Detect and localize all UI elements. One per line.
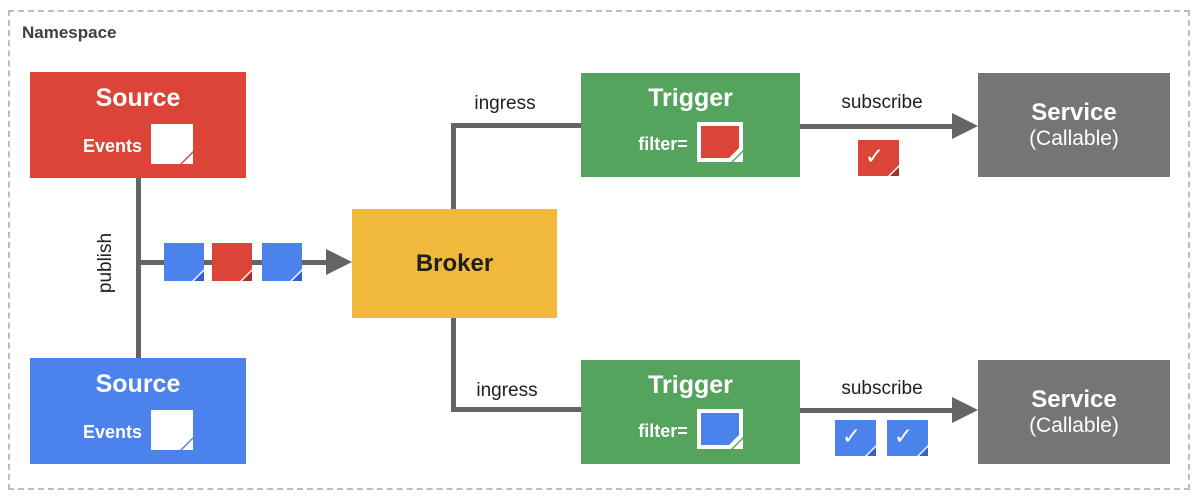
checkmark-glyph: ✓: [864, 142, 885, 169]
ingress-top-line-vertical: [451, 123, 456, 213]
source-node-blue: Source Events: [30, 358, 246, 464]
event-red-note-icon: [212, 243, 252, 286]
events-label: Events: [82, 421, 143, 442]
checkmark-glyph: ✓: [893, 422, 914, 449]
service-node-top: Service (Callable): [978, 73, 1170, 177]
source-title: Source: [95, 84, 181, 112]
filter-red-note-icon: [696, 121, 743, 167]
trigger-title: Trigger: [648, 371, 733, 399]
namespace-label: Namespace: [22, 23, 117, 42]
filter-label: filter=: [638, 133, 688, 154]
ingress-top-line-horizontal: [451, 123, 583, 128]
trigger-node-blue-filter: Trigger filter=: [581, 360, 800, 464]
events-label: Events: [82, 135, 143, 156]
event-blue-note-icon: [262, 243, 302, 286]
namespace-boundary: [8, 10, 1190, 490]
checked-blue-event-icon: ✓: [887, 420, 928, 456]
subscribe-top-line: [800, 124, 952, 129]
filter-label: filter=: [638, 420, 688, 441]
checkmark-glyph: ✓: [841, 422, 862, 449]
publish-line: [136, 177, 141, 361]
subscribe-top-label: subscribe: [841, 92, 923, 113]
subscribe-top-arrowhead-icon: [952, 113, 978, 139]
trigger-title: Trigger: [648, 84, 733, 112]
checked-red-event-icon: ✓: [858, 140, 899, 176]
broker-node: Broker: [352, 209, 557, 318]
service-title: Service: [1031, 386, 1117, 414]
ingress-bottom-line-vertical: [451, 314, 456, 412]
filter-blue-note-icon: [696, 408, 743, 454]
service-subtitle: (Callable): [1029, 126, 1119, 150]
subscribe-bottom-line: [800, 408, 952, 413]
trigger-node-red-filter: Trigger filter=: [581, 73, 800, 177]
subscribe-bottom-arrowhead-icon: [952, 397, 978, 423]
event-blue-note-icon: [164, 243, 204, 286]
publish-label: publish: [95, 232, 116, 294]
source-node-red: Source Events: [30, 72, 246, 178]
service-node-bottom: Service (Callable): [978, 360, 1170, 464]
source-title: Source: [95, 370, 181, 398]
checked-blue-event-icon: ✓: [835, 420, 876, 456]
ingress-top-label: ingress: [474, 93, 536, 114]
subscribe-bottom-label: subscribe: [841, 378, 923, 399]
service-title: Service: [1031, 99, 1117, 127]
ingress-bottom-label: ingress: [476, 380, 538, 401]
service-subtitle: (Callable): [1029, 413, 1119, 437]
broker-title: Broker: [415, 249, 494, 277]
event-stream-arrowhead-icon: [326, 249, 352, 275]
ingress-bottom-line-horizontal: [451, 407, 583, 412]
events-note-icon: [151, 123, 194, 169]
events-note-icon: [151, 409, 194, 455]
